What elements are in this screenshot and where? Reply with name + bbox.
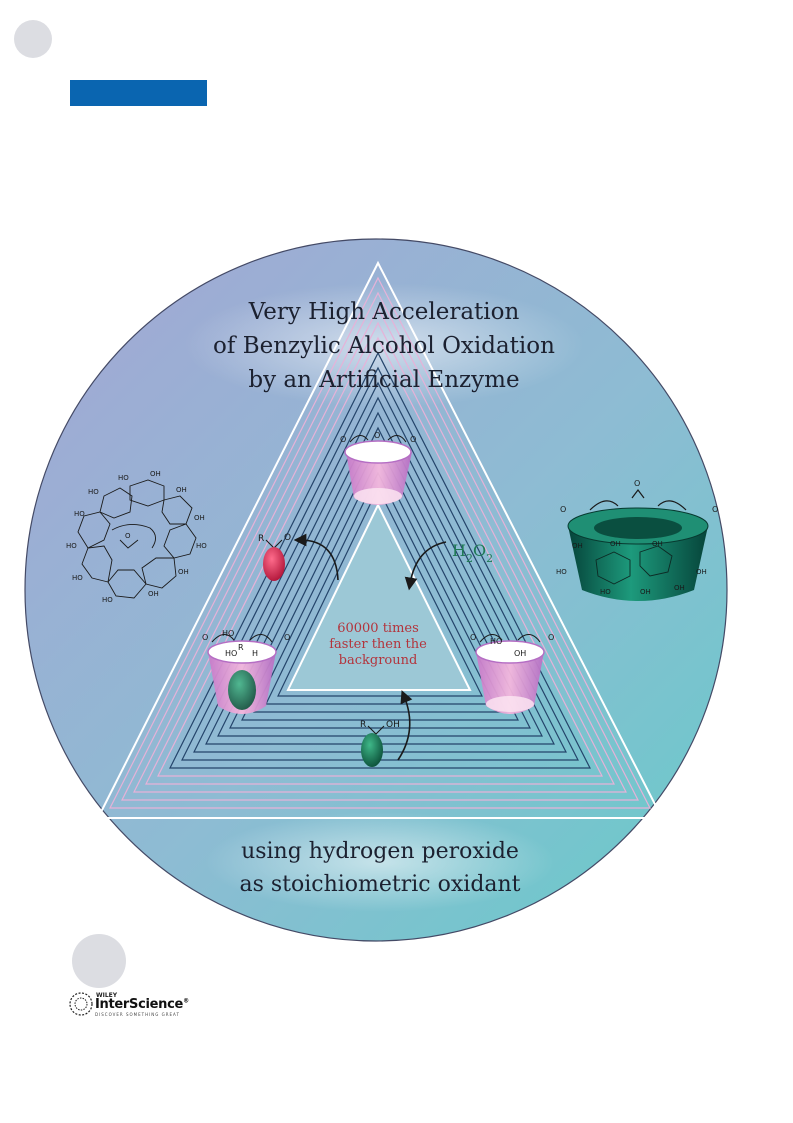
corner-dot-bottom [72, 934, 126, 988]
cup-right-label-oh: OH [514, 649, 526, 658]
left-struct-ho-4: HO [72, 574, 83, 582]
right-struct-oh-3: OH [572, 542, 583, 550]
right-struct-ho-1: HO [556, 568, 567, 576]
left-struct-oh-4: OH [178, 568, 189, 576]
rate-note-line-1: 60000 times [337, 621, 419, 636]
right-struct-o-1: O [560, 505, 566, 514]
reagent-sub-2: 2 [486, 552, 493, 565]
reagent-h: H [452, 541, 466, 560]
left-struct-ho-5: HO [66, 542, 77, 550]
cup-bottom-left: O HO O HO R H [202, 629, 290, 714]
arrow-bind-substrate [397, 690, 413, 761]
cup-top-label-o3: O [410, 435, 416, 444]
subline-line-2: as stoichiometric oxidant [239, 872, 520, 897]
left-struct-ho-7: HO [88, 488, 99, 496]
publisher-name: InterScience® [95, 997, 189, 1012]
headline-line-3: by an Artificial Enzyme [248, 367, 519, 393]
right-struct-o-3: O [712, 505, 718, 514]
product-aldehyde: R O [258, 533, 291, 581]
cup-right-label-o2: O [548, 633, 554, 642]
publisher-tagline: DISCOVER SOMETHING GREAT [95, 1012, 180, 1017]
cup-right-label-o1: O [470, 633, 476, 642]
globe-icon [69, 992, 93, 1016]
reagent-h2o2: H2O2 [452, 541, 493, 565]
cup-bottom-left-substrate [228, 670, 256, 710]
arrow-oxidant [404, 541, 447, 591]
cup-bottom-right: O HO OH O [470, 633, 554, 714]
rate-note-line-3: background [339, 653, 418, 668]
subline-glow [205, 812, 555, 912]
right-struct-oh-5: OH [640, 588, 651, 596]
left-struct-oh-3: OH [194, 514, 205, 522]
right-struct-oh-4: OH [696, 568, 707, 576]
right-struct-o-2: O [634, 479, 640, 488]
headline-line-2: of Benzylic Alcohol Oxidation [213, 333, 555, 359]
subline-line-1: using hydrogen peroxide [241, 839, 519, 864]
right-struct-oh-6: OH [674, 584, 685, 592]
cup-top: O O O [340, 431, 416, 505]
cyclodextrin-labels-right: O O O OH OH OH HO OH HO OH OH [556, 479, 718, 596]
cup-left-label-ho2: HO [225, 649, 237, 658]
substrate-bead [361, 733, 383, 767]
left-struct-ho-6: HO [74, 510, 85, 518]
product-label-r: R [258, 534, 264, 544]
registered-mark: ® [183, 997, 189, 1005]
left-struct-ho-1: HO [118, 474, 129, 482]
inner-triangle [286, 502, 472, 691]
cup-left-label-o1: O [202, 633, 208, 642]
publisher-name-text: InterScience [95, 997, 184, 1012]
reagent-sub-1: 2 [466, 552, 473, 565]
substrate-label-r: R [360, 720, 366, 730]
arrow-release-product [293, 533, 339, 581]
left-struct-oh-2: OH [176, 486, 187, 494]
publisher-logo [68, 990, 188, 1018]
left-struct-o: O [125, 532, 131, 540]
cyclodextrin-cup-right [567, 489, 709, 601]
svg-text:H2O2: H2O2 [452, 541, 493, 565]
section-color-bar [70, 80, 207, 106]
reagent-o: O [473, 541, 486, 560]
cup-top-label-o1: O [340, 435, 346, 444]
left-struct-oh-1: OH [150, 470, 161, 478]
publisher-brand: WILEY [96, 992, 118, 999]
right-struct-ho-2: HO [600, 588, 611, 596]
left-struct-ho-2: HO [196, 542, 207, 550]
cup-right-label-ho: HO [490, 637, 502, 646]
left-struct-ho-3: HO [102, 596, 113, 604]
cup-top-label-o2: O [374, 431, 380, 440]
cyclodextrin-structure-left [77, 479, 197, 599]
substrate-alcohol: R OH [360, 720, 400, 767]
product-label-o: O [284, 533, 291, 543]
cup-left-label-h: H [252, 649, 258, 658]
left-struct-oh-5: OH [148, 590, 159, 598]
cyclodextrin-labels-left: HO OH OH OH HO OH OH HO HO HO HO HO O [66, 470, 207, 604]
cup-left-label-r: R [238, 643, 244, 652]
right-struct-oh-2: OH [652, 540, 663, 548]
headline-line-1: Very High Acceleration [248, 299, 520, 325]
cup-left-label-o2: O [284, 633, 290, 642]
corner-dot-top [14, 20, 52, 58]
substrate-label-oh: OH [386, 720, 400, 730]
right-struct-oh-1: OH [610, 540, 621, 548]
product-bead [263, 547, 285, 581]
rate-note-line-2: faster then the [329, 637, 427, 652]
headline-glow [184, 283, 584, 407]
cup-left-label-ho1: HO [222, 629, 234, 638]
